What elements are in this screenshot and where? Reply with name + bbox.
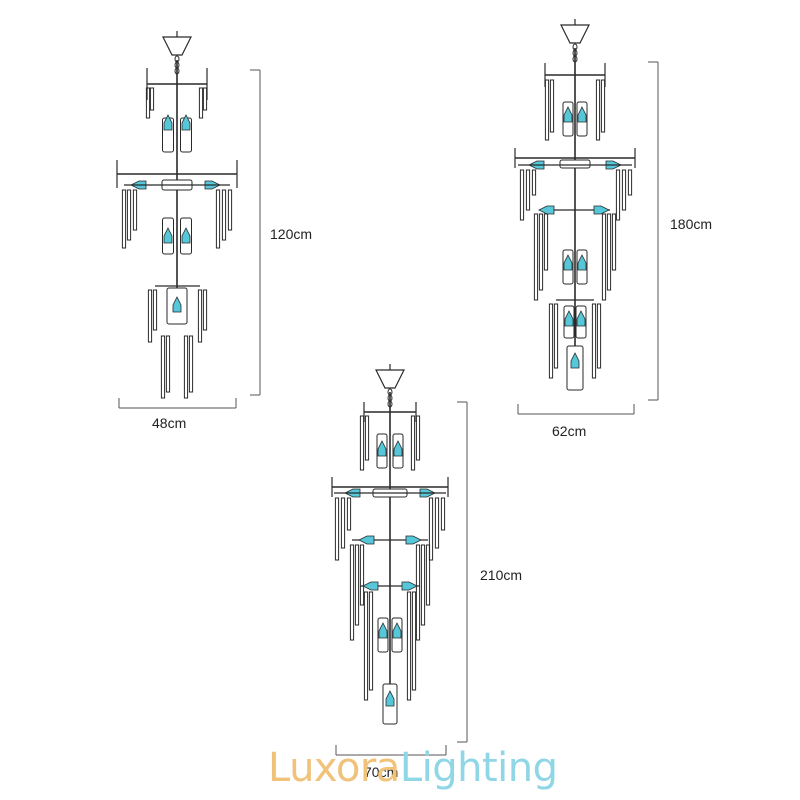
- ceiling-canopy: [375, 369, 405, 389]
- candle-bulb: [564, 310, 574, 327]
- crystal-rod: [149, 87, 155, 111]
- crystal-rod: [531, 169, 537, 196]
- crystal-rod: [334, 497, 340, 561]
- crystal-rod: [359, 415, 365, 471]
- crystal-rod: [627, 169, 633, 196]
- ceiling-canopy: [560, 24, 590, 44]
- crystal-rod: [544, 79, 550, 141]
- crystal-rod: [410, 415, 416, 471]
- medium-height-label: 180cm: [670, 216, 713, 232]
- crystal-rod: [548, 303, 554, 379]
- candle-bulb: [362, 581, 379, 591]
- large-width-label: 70cm: [364, 764, 399, 780]
- crystal-rod: [519, 169, 525, 221]
- crystal-rod: [132, 189, 138, 231]
- candle-bulb: [563, 254, 573, 271]
- crystal-rod: [415, 544, 421, 641]
- crystal-rod: [543, 213, 549, 271]
- crystal-rod: [611, 213, 617, 271]
- candle-bulb: [163, 227, 173, 244]
- crystal-rod: [165, 335, 171, 393]
- small-width-label: 48cm: [152, 415, 187, 431]
- brand-logo: LuxoraLighting: [268, 748, 558, 788]
- crystal-rod: [538, 213, 544, 291]
- candle-bulb: [593, 205, 610, 215]
- crystal-rod: [525, 169, 531, 211]
- small-height-label: 120cm: [270, 226, 313, 242]
- candle-bulb: [181, 227, 191, 244]
- candle-bulb: [385, 690, 395, 707]
- crystal-rod: [202, 87, 208, 111]
- crystal-rod: [364, 415, 370, 461]
- crystal-rod: [600, 79, 606, 133]
- crystal-rod: [553, 303, 559, 369]
- crystal-rod: [198, 87, 204, 119]
- crystal-rod: [533, 213, 539, 301]
- dimension-lines: [118, 61, 659, 756]
- crystal-rod: [147, 289, 153, 343]
- candle-bulb: [393, 440, 403, 457]
- candle-bulb: [358, 535, 375, 545]
- crystal-rod: [202, 289, 208, 331]
- crystal-rod: [420, 544, 426, 626]
- crystal-rod: [621, 169, 627, 211]
- candle-bulb: [577, 254, 587, 271]
- large-height-label: 210cm: [480, 567, 523, 583]
- crystal-rod: [183, 335, 189, 399]
- crystal-rod: [152, 289, 158, 331]
- candle-bulb: [377, 440, 387, 457]
- crystal-rod: [591, 303, 597, 379]
- candle-bulb: [378, 622, 388, 639]
- chandelier-small-drawing: [116, 31, 238, 399]
- candle-bulb: [163, 114, 173, 131]
- crystal-rod: [221, 189, 227, 241]
- crystal-rod: [406, 591, 412, 701]
- chandelier-medium-drawing: [514, 19, 636, 391]
- crystal-rod: [606, 213, 612, 291]
- logo-text-lighting: Lighting: [399, 745, 558, 791]
- candle-bulb: [570, 352, 580, 369]
- crystal-rod: [368, 591, 374, 691]
- crystal-rod: [601, 213, 607, 301]
- crystal-rod: [425, 544, 431, 606]
- crystal-rod: [126, 189, 132, 241]
- crystal-rod: [121, 189, 127, 249]
- crystal-rod: [188, 335, 194, 393]
- candle-bulb: [401, 581, 418, 591]
- crystal-rod: [359, 544, 365, 606]
- crystal-rod: [596, 303, 602, 369]
- crystal-rod: [354, 544, 360, 626]
- crystal-rod: [415, 415, 421, 461]
- crystal-rod: [440, 497, 446, 531]
- candle-bulb: [392, 622, 402, 639]
- crystal-rod: [411, 591, 417, 691]
- crystal-rod: [227, 189, 233, 231]
- crystal-rod: [363, 591, 369, 701]
- crystal-rod: [346, 497, 352, 531]
- crystal-rod: [145, 87, 151, 119]
- crystal-rod: [549, 79, 555, 133]
- candle-bulb: [577, 106, 587, 123]
- candle-bulb: [538, 205, 555, 215]
- crystal-rod: [595, 79, 601, 141]
- candle-bulb: [563, 106, 573, 123]
- crystal-rod: [434, 497, 440, 549]
- medium-width-label: 62cm: [552, 423, 587, 439]
- crystal-rod: [615, 169, 621, 221]
- crystal-rod: [197, 289, 203, 343]
- candle-bulb: [405, 535, 422, 545]
- crystal-rod: [428, 497, 434, 561]
- candle-bulb: [181, 114, 191, 131]
- logo-text-luxora: Luxora: [268, 745, 400, 791]
- chandelier-large-drawing: [331, 364, 449, 725]
- crystal-rod: [340, 497, 346, 549]
- candle-bulb: [172, 296, 182, 313]
- candle-bulb: [576, 310, 586, 327]
- crystal-rod: [215, 189, 221, 249]
- lamp-holder: [559, 159, 591, 169]
- crystal-rod: [160, 335, 166, 399]
- crystal-rod: [349, 544, 355, 641]
- ceiling-canopy: [162, 36, 192, 56]
